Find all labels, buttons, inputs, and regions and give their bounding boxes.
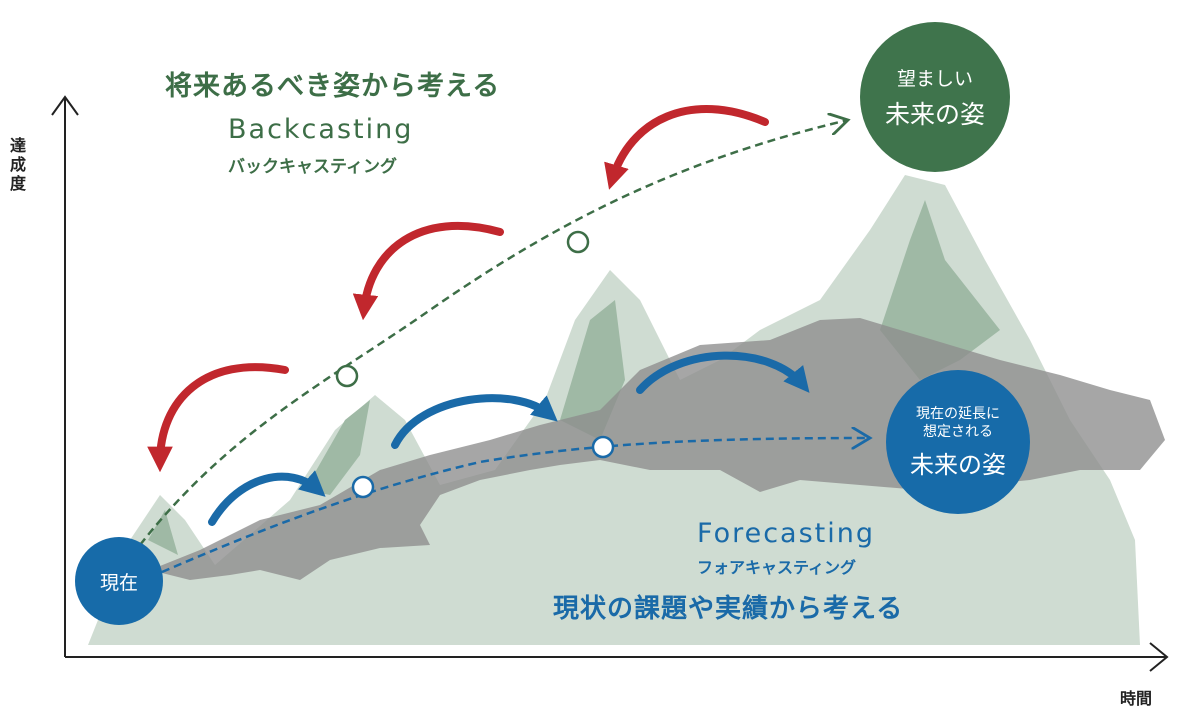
backcasting-name-kana: バックキャスティング — [228, 157, 397, 177]
forecasting-title: 現状の課題や実績から考える — [553, 594, 904, 624]
y-axis-arrow — [51, 95, 79, 116]
x-axis-label: 時間 — [1120, 689, 1153, 708]
mountain-ridges-mid — [148, 200, 1000, 555]
current-state-label: 現在 — [99, 571, 138, 594]
red-arrow — [352, 221, 504, 321]
forecasting-path — [161, 438, 870, 574]
axes — [51, 95, 1169, 672]
backcasting-path — [139, 120, 848, 546]
desired-future-node: 望ましい 未来の姿 — [860, 22, 1010, 172]
projected-future-line3: 未来の姿 — [910, 450, 1006, 479]
backcasting-milestone — [566, 230, 590, 254]
desired-future-line1: 望ましい — [896, 67, 973, 90]
backcasting-name-en: Backcasting — [228, 114, 414, 145]
y-axis-label: 達成度 — [10, 136, 27, 193]
gray-cloud-layer — [150, 318, 1165, 580]
x-axis-arrow — [1149, 642, 1169, 672]
projected-future-line2: 想定される — [923, 423, 993, 440]
forecasting-milestone — [591, 435, 615, 459]
forecasting-name-en: Forecasting — [697, 518, 876, 549]
backcasting-arrows — [147, 105, 769, 473]
blue-arrow — [391, 394, 558, 449]
desired-future-line2: 未来の姿 — [884, 99, 985, 129]
forecasting-arrows — [208, 351, 810, 526]
backcasting-milestone — [335, 364, 359, 388]
projected-future-line1: 現在の延長に — [916, 405, 1000, 422]
current-state-node: 現在 — [75, 537, 163, 625]
backcasting-title: 将来あるべき姿から考える — [165, 71, 501, 102]
blue-arrow — [208, 470, 326, 526]
red-arrow — [604, 105, 769, 190]
forecasting-name-kana: フォアキャスティング — [697, 558, 857, 577]
forecasting-milestone — [351, 475, 375, 499]
blue-arrow — [636, 351, 810, 394]
red-arrow — [147, 363, 289, 473]
projected-future-node: 現在の延長に 想定される 未来の姿 — [886, 370, 1030, 514]
